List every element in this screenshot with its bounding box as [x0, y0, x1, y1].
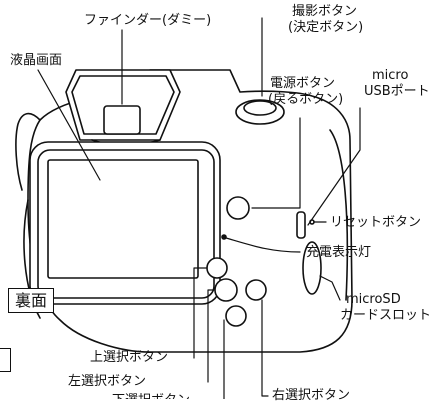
power-button [226, 196, 250, 220]
right-button [245, 279, 267, 301]
label-charge: 充電表示灯 [306, 245, 372, 260]
sd-slot [302, 241, 322, 295]
label-power-2: (戻るボタン) [268, 92, 344, 107]
label-shutter-2: (決定ボタン) [288, 20, 364, 35]
label-shutter-1: 撮影ボタン [292, 4, 358, 19]
edge-box-fragment [0, 348, 11, 372]
back-side-badge: 裏面 [8, 288, 55, 313]
label-sd-2: カードスロット [340, 308, 432, 323]
leader-lcd [37, 69, 101, 181]
camera-body-outline [27, 69, 353, 353]
label-down: 下選択ボタン [112, 393, 191, 408]
viewfinder-housing [65, 69, 181, 141]
leader-usb [307, 107, 361, 226]
leader-lines [37, 17, 361, 399]
shutter-button-top [243, 100, 277, 116]
up-button [206, 257, 228, 279]
leader-right [261, 299, 269, 397]
lcd-inner-frame [37, 149, 215, 299]
label-reset: リセットボタン [330, 215, 422, 230]
shutter-button [235, 99, 285, 125]
lcd-bezel [29, 141, 221, 305]
label-finder: ファインダー(ダミー) [84, 13, 212, 28]
label-usb-1: micro [372, 68, 409, 83]
leader-charge [225, 237, 301, 253]
leader-left [207, 289, 215, 383]
label-up: 上選択ボタン [90, 350, 169, 365]
leader-power [251, 117, 301, 209]
left-button [214, 278, 238, 302]
viewfinder-rim [71, 75, 175, 135]
label-usb-2: USBポート [364, 84, 430, 99]
leader-up [193, 267, 208, 359]
camera-body-top-edge [15, 112, 41, 191]
camera-illustration [15, 17, 361, 399]
lcd-screen [47, 159, 199, 279]
right-side-panel [329, 129, 349, 301]
usb-port [296, 211, 306, 239]
label-right: 右選択ボタン [272, 388, 351, 403]
viewfinder-eyepiece [103, 105, 141, 135]
label-power-1: 電源ボタン [270, 76, 336, 91]
label-left: 左選択ボタン [68, 374, 147, 389]
down-button [225, 305, 247, 327]
camera-back-diagram: ファインダー(ダミー) 撮影ボタン (決定ボタン) 液晶画面 電源ボタン (戻る… [0, 4, 432, 403]
leader-sd [319, 275, 341, 301]
charge-led [221, 234, 227, 240]
label-lcd: 液晶画面 [10, 53, 63, 68]
label-sd-1: microSD [346, 292, 401, 307]
